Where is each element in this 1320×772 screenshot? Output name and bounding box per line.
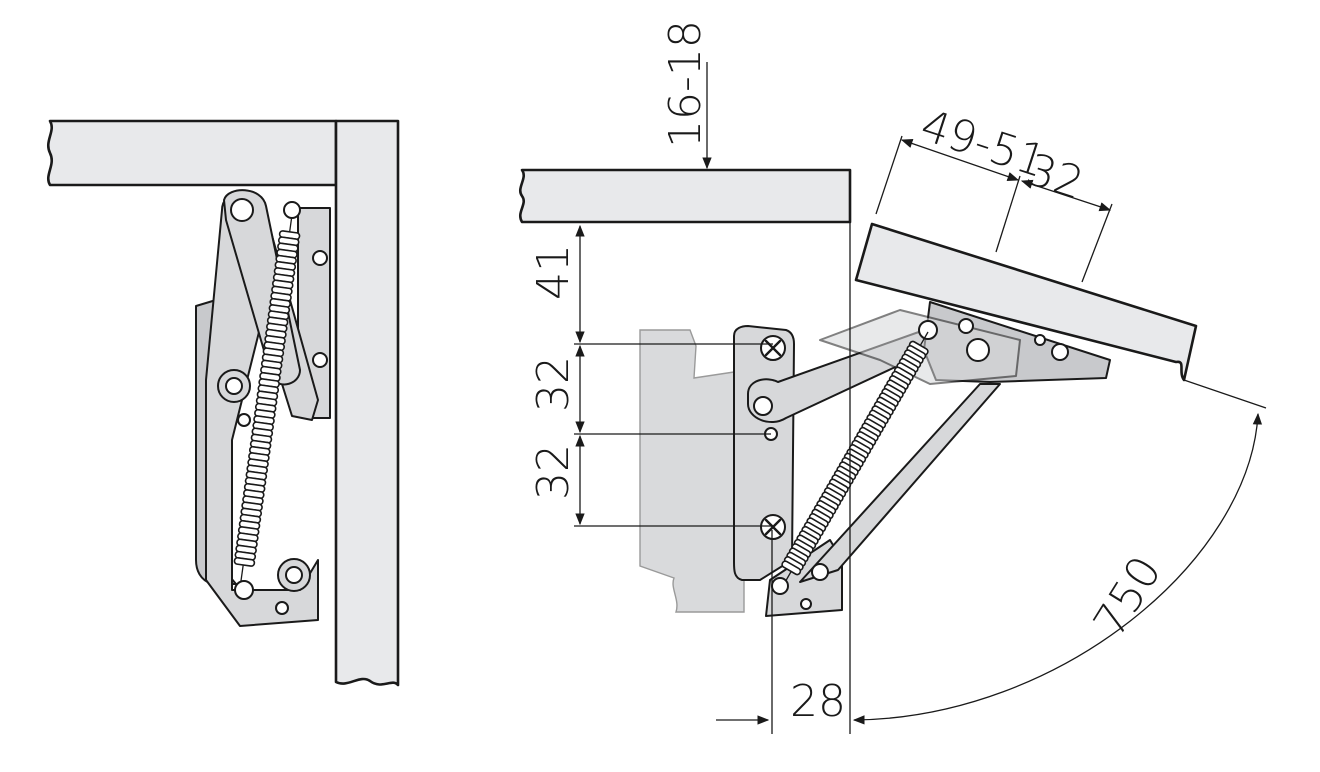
spring-coil	[233, 556, 256, 567]
pivot-bottom	[285, 566, 303, 584]
side-wall-ghost	[639, 329, 745, 613]
dim-hole-spacing-1: 32	[528, 356, 579, 412]
hinge-spring	[233, 214, 301, 589]
mount-plate	[733, 325, 795, 581]
closed-view	[47, 119, 400, 687]
top-panel	[47, 119, 338, 187]
cabinet-top-panel	[519, 168, 852, 224]
dim-panel-thickness: 16-18	[660, 20, 711, 148]
dim-top-offset: 41	[528, 244, 579, 300]
screw-top	[760, 335, 786, 361]
side-panel	[334, 119, 400, 687]
pivot-top	[230, 198, 254, 222]
lid-panel	[854, 222, 1198, 382]
spring-coil	[781, 560, 802, 576]
screw-bottom	[760, 514, 786, 540]
dim-hole-spacing-2: 32	[528, 444, 579, 500]
dimension-lines	[574, 62, 1267, 734]
open-view	[519, 168, 1198, 617]
pivot-mid	[225, 377, 243, 395]
dim-depth-offset: 28	[790, 676, 846, 727]
